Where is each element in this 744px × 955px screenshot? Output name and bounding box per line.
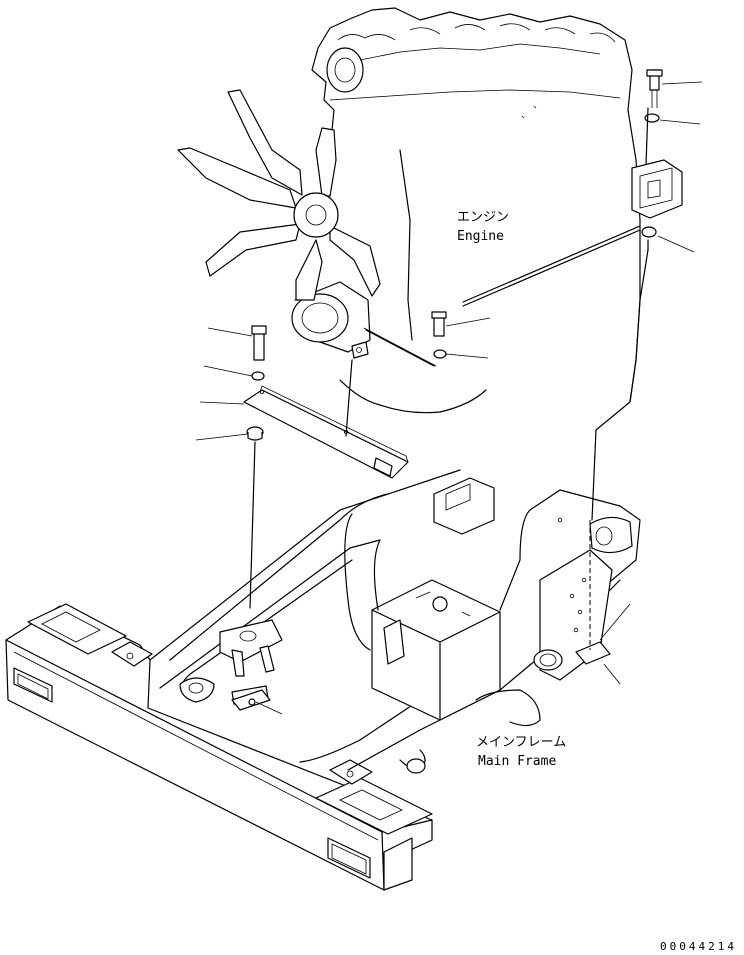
rear-engine-mount [591, 69, 683, 521]
document-number: 00044214 [660, 940, 737, 953]
mid-bolt [431, 311, 447, 359]
leader-lines [195, 81, 703, 715]
engine-leader-line [363, 327, 437, 367]
engine-label-en: Engine [457, 229, 504, 244]
main-frame-label-en: Main Frame [478, 754, 557, 769]
engine-label-jp: エンジン [457, 210, 510, 225]
main-frame-label-jp: メインフレーム [476, 735, 567, 750]
main-frame [5, 469, 641, 891]
front-mount-parts [243, 325, 409, 609]
cooling-fan [177, 89, 381, 301]
